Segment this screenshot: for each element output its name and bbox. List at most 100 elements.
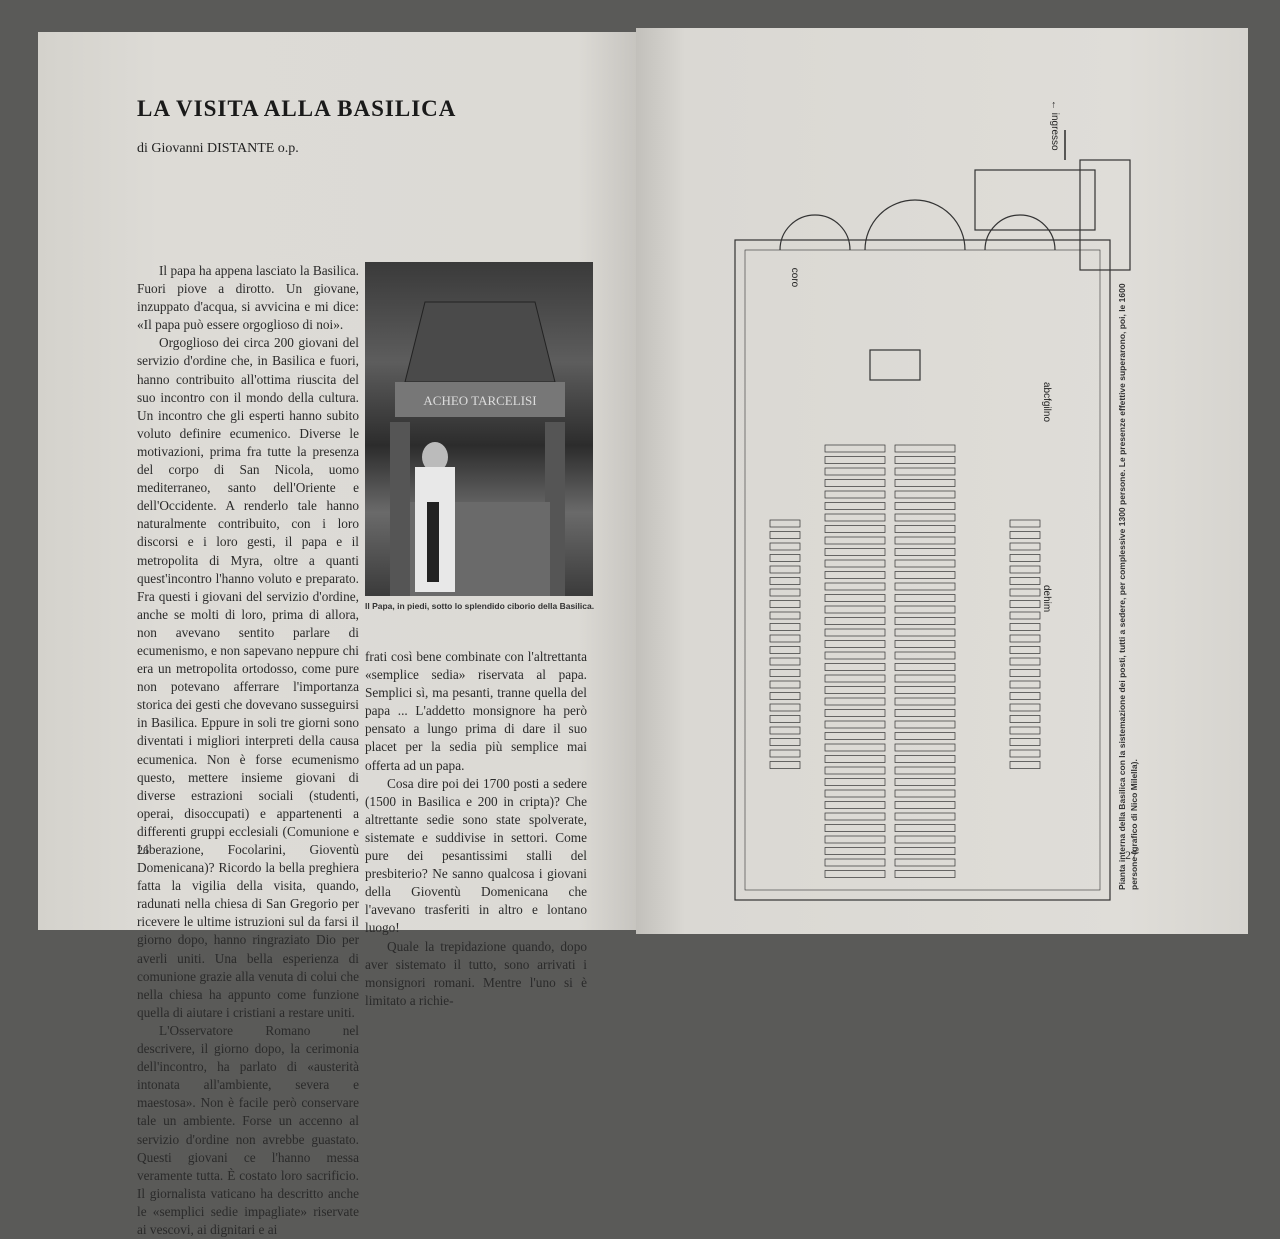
page-number-left: 26 xyxy=(137,843,149,857)
pew-row xyxy=(894,467,956,476)
pew-row xyxy=(894,801,956,809)
pew-row xyxy=(894,513,956,522)
pew-row xyxy=(824,697,886,706)
pew-row xyxy=(824,847,886,855)
pew-row xyxy=(824,686,886,694)
pew-row xyxy=(769,646,801,654)
pew-row xyxy=(894,824,956,832)
pew-row xyxy=(769,531,801,539)
pew-row xyxy=(824,536,886,545)
pew-row xyxy=(894,720,956,729)
plan-caption: Pianta interna della Basilica con la sis… xyxy=(1117,283,1139,890)
pew-row xyxy=(894,548,956,556)
pew-row xyxy=(824,502,886,510)
pew-row xyxy=(824,743,886,752)
pew-row xyxy=(824,628,886,637)
pew-row xyxy=(824,870,886,878)
pew-row xyxy=(824,467,886,476)
paragraph: Quale la trepidazione quando, dopo aver … xyxy=(365,938,587,1008)
photo-caption: Il Papa, in piedi, sotto lo splendido ci… xyxy=(365,601,595,611)
pew-row xyxy=(824,766,886,775)
pew-row xyxy=(1009,703,1041,712)
pew-row xyxy=(824,663,886,671)
pew-row xyxy=(769,634,801,643)
pew-row xyxy=(894,490,956,499)
pew-row xyxy=(769,761,801,769)
pew-row xyxy=(1009,680,1041,689)
pew-row xyxy=(824,789,886,798)
pew-row xyxy=(894,835,956,844)
pew-row xyxy=(824,824,886,832)
pew-row xyxy=(894,870,956,878)
paragraph: frati così bene combinate con l'altretta… xyxy=(365,649,587,773)
pew-row xyxy=(769,749,801,758)
pew-row xyxy=(894,858,956,867)
pew-row xyxy=(769,657,801,666)
byline: di Giovanni DISTANTE o.p. xyxy=(137,141,299,156)
pew-row xyxy=(769,726,801,735)
paragraph: Orgoglioso dei circa 200 giovani del ser… xyxy=(137,335,359,1020)
paragraph: Cosa dire poi dei 1700 posti a sedere (1… xyxy=(365,775,587,936)
pew-row xyxy=(824,513,886,522)
choir-label: coro xyxy=(789,267,801,288)
pew-row xyxy=(769,623,801,631)
page-number-right: 27 xyxy=(1125,848,1137,862)
pew-row xyxy=(1009,726,1041,735)
pew-row xyxy=(824,720,886,729)
pew-row xyxy=(824,812,886,821)
pew-row xyxy=(1009,657,1041,666)
text-column-1: Il papa ha appena lasciato la Basilica. … xyxy=(137,262,359,1239)
pew-row xyxy=(1009,646,1041,654)
pew-row xyxy=(894,709,956,717)
pew-row xyxy=(894,640,956,648)
pew-row xyxy=(824,490,886,499)
pew-row xyxy=(824,571,886,579)
pew-row xyxy=(769,692,801,700)
pew-row xyxy=(1009,565,1041,574)
pew-row xyxy=(769,600,801,608)
pew-row xyxy=(894,789,956,798)
pew-row xyxy=(1009,669,1041,677)
pew-row xyxy=(824,594,886,602)
sector-label-1: abcfgilno xyxy=(1041,382,1052,423)
pew-row xyxy=(894,617,956,625)
right-page xyxy=(636,28,1248,934)
photo-pope-ciborium: ACHEO TARCELISI xyxy=(365,262,593,596)
pew-row xyxy=(769,588,801,597)
pew-row xyxy=(824,456,886,464)
pew-row xyxy=(894,628,956,637)
pew-row xyxy=(769,519,801,528)
pew-row xyxy=(824,479,886,487)
pew-row xyxy=(824,605,886,614)
text-column-2: frati così bene combinate con l'altretta… xyxy=(365,648,587,1010)
article-title: LA VISITA ALLA BASILICA xyxy=(137,96,457,121)
paragraph: Il papa ha appena lasciato la Basilica. … xyxy=(137,263,359,333)
pew-row xyxy=(1009,554,1041,562)
photo-inscription: ACHEO TARCELISI xyxy=(423,393,536,408)
pew-row xyxy=(769,669,801,677)
pew-row xyxy=(824,582,886,591)
pew-row xyxy=(1009,611,1041,620)
pew-row xyxy=(1009,577,1041,585)
pew-row xyxy=(769,565,801,574)
pew-row xyxy=(894,571,956,579)
pew-row xyxy=(894,663,956,671)
pew-row xyxy=(769,611,801,620)
pew-row xyxy=(1009,761,1041,769)
pew-row xyxy=(1009,623,1041,631)
pew-row xyxy=(824,778,886,786)
pew-row xyxy=(894,766,956,775)
pew-row xyxy=(894,525,956,533)
pew-row xyxy=(824,640,886,648)
paragraph: L'Osservatore Romano nel descrivere, il … xyxy=(137,1022,359,1237)
entrance-label: ← ingresso xyxy=(1049,100,1060,151)
pew-row xyxy=(824,617,886,625)
pew-row xyxy=(824,801,886,809)
pew-row xyxy=(1009,634,1041,643)
pew-row xyxy=(894,697,956,706)
pew-row xyxy=(769,703,801,712)
pew-row xyxy=(894,686,956,694)
pew-row xyxy=(769,577,801,585)
pew-row xyxy=(1009,749,1041,758)
pew-row xyxy=(824,559,886,568)
